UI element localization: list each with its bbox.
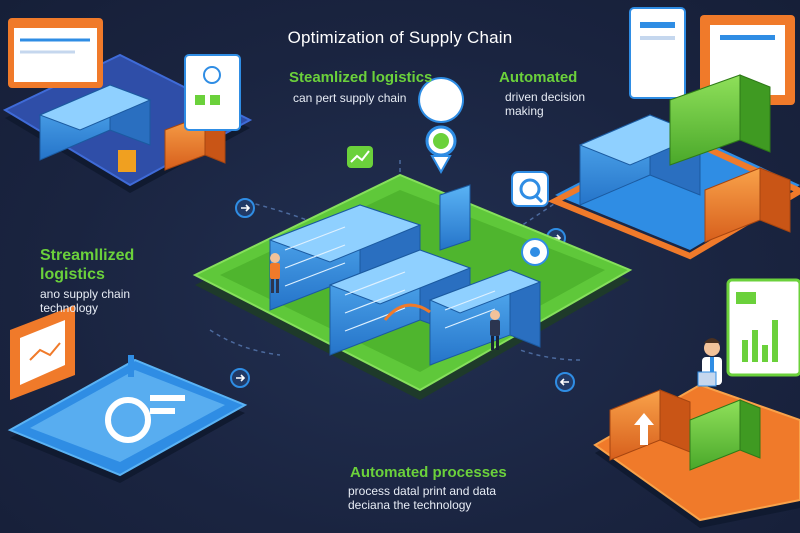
callout-sub-line: making bbox=[505, 104, 544, 118]
callout-heading-line: Streamllized bbox=[40, 247, 135, 264]
callout-sub-bottom: process datal print and data deciana the… bbox=[348, 484, 608, 512]
callout-heading-top-right: Automated bbox=[499, 69, 578, 86]
callout-heading-bottom: Automated processes bbox=[350, 464, 507, 481]
central-warehouse-platform bbox=[192, 173, 633, 400]
bottom-right-analytics-platform bbox=[593, 278, 800, 528]
warehouse-racks bbox=[268, 184, 542, 366]
callout-heading-left: Streamllized logistics bbox=[40, 246, 190, 284]
callout-heading-line: logistics bbox=[40, 266, 105, 283]
worker-figure-icon bbox=[270, 253, 500, 350]
magnifier-icon bbox=[511, 171, 549, 207]
chart-icon bbox=[347, 146, 373, 168]
callout-sub-line: process datal print and data bbox=[348, 484, 497, 498]
callout-sub-line: deciana the technology bbox=[348, 498, 472, 512]
worker-figure-icon bbox=[697, 338, 722, 387]
callout-heading-top-center: Steamlized logistics bbox=[289, 69, 433, 86]
location-pin-icon bbox=[418, 77, 465, 175]
callout-sub-top-center: can pert supply chain bbox=[293, 91, 407, 105]
top-right-storage-platform bbox=[547, 7, 800, 260]
flow-arrow-icon bbox=[383, 303, 431, 321]
bottom-left-tablet-platform bbox=[7, 305, 248, 483]
callout-sub-top-right: driven decision making bbox=[505, 90, 625, 118]
top-left-factory-platform bbox=[2, 18, 253, 193]
callout-sub-line: ano supply chain bbox=[40, 287, 131, 301]
gear-icon bbox=[521, 238, 549, 266]
callout-sub-left: ano supply chain technology bbox=[40, 287, 200, 315]
callout-sub-line: technology bbox=[40, 301, 99, 315]
callout-sub-line: driven decision bbox=[505, 90, 586, 104]
page-title: Optimization of Supply Chain bbox=[287, 28, 513, 47]
